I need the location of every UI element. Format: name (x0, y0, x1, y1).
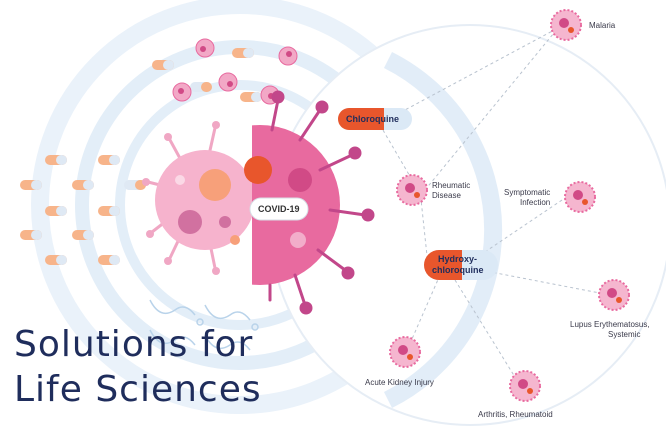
hydroxychloroquine-label-line2: chloroquine (432, 265, 484, 275)
chloroquine-label: Chloroquine (346, 114, 399, 124)
lupus-label-line2: Systemic (608, 330, 641, 339)
blue-arc-band (383, 51, 503, 409)
hydroxychloroquine-pill (424, 250, 498, 280)
rheumatic-disease-label-line2: Disease (432, 191, 461, 200)
rheumatic-disease-label-line1: Rheumatic (432, 181, 471, 190)
arthritis-rheumatoid-label: Arthritis, Rheumatoid (478, 410, 553, 419)
covid-virus-left (142, 121, 255, 275)
covid-19-label: COVID-19 (258, 204, 300, 214)
symptomatic-infection-label-line2: Infection (520, 198, 551, 207)
lupus-label-line1: Lupus Erythematosus, (570, 320, 650, 329)
malaria-label: Malaria (589, 21, 616, 30)
chloroquine-pill (338, 108, 412, 130)
covid-label-bg (249, 197, 309, 221)
condition-virus-nodes (389, 9, 630, 402)
hydroxychloroquine-label-line1: Hydroxy- (438, 254, 478, 264)
headline-line-2: Life Sciences (14, 369, 262, 410)
stethoscope-icons (149, 299, 259, 351)
covid-virus-right-blobs (244, 156, 312, 248)
symptomatic-infection-label-line1: Symptomatic (504, 188, 551, 197)
headline-line-1: Solutions for (14, 324, 254, 365)
covid-virus-spikes (268, 90, 375, 315)
capsule-group (20, 48, 262, 265)
acute-kidney-injury-label: Acute Kidney Injury (365, 378, 434, 387)
